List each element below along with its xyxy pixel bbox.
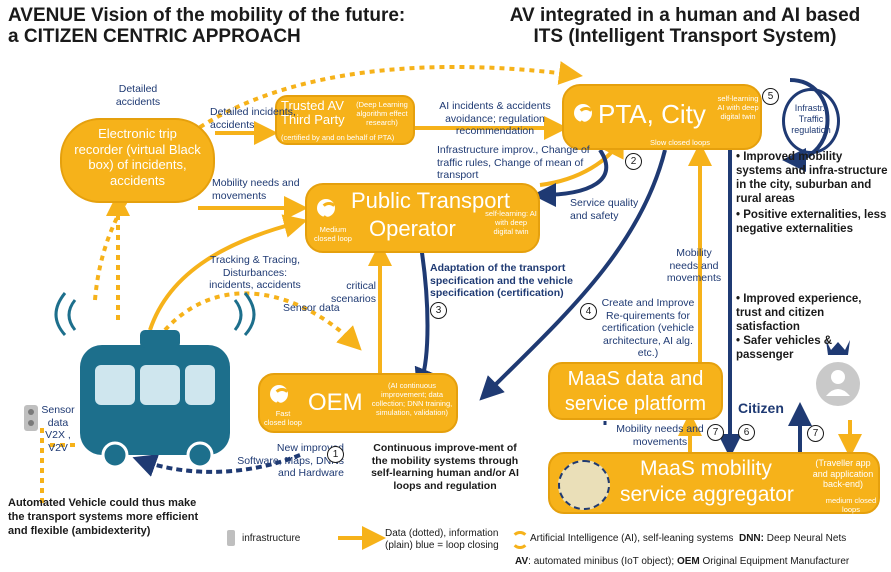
arrow-oem-to-av	[132, 453, 301, 477]
title-right-line1: AV integrated in a human and AI based	[509, 5, 861, 26]
oem-title: OEM	[308, 389, 363, 416]
label-citizen: Citizen	[738, 400, 784, 416]
label-mobility-needs-bottom: Mobility needs and movements	[616, 423, 704, 448]
label-infra-improv: Infrastructure improv., Change of traffi…	[437, 144, 590, 181]
arrow-pta-to-oem	[479, 149, 667, 401]
maas-agg-line2: service aggregator	[620, 483, 794, 506]
citizen-icon	[816, 340, 860, 406]
legend-infra: infrastructure	[242, 533, 301, 544]
box-maas-aggregator: MaaS mobility service aggregator (Travel…	[548, 452, 880, 514]
trusted-title-2: Third Party	[281, 112, 345, 127]
label-continuous: Continuous improve-ment of the mobility …	[371, 442, 519, 492]
automated-vehicle-icon	[54, 292, 256, 469]
pta-note-bottom: Slow closed loops	[650, 138, 711, 147]
loop-number-6: 6	[738, 424, 755, 441]
oem-note-right: (AI continuous improvement; data collect…	[371, 381, 453, 417]
maas-agg-note-bottom: medium closed loops	[825, 496, 877, 514]
title-right-line2: ITS (Intelligent Transport System)	[533, 26, 837, 47]
bullet-item: • Improved mobility systems and infra-st…	[736, 151, 888, 205]
legend-ai: Artificial Intelligence (AI), self-leani…	[530, 533, 847, 544]
label-tracking: Tracking & Tracing, Disturbances: incide…	[209, 254, 301, 291]
trusted-note: (Deep Learning algorithm effect research…	[356, 100, 408, 127]
pta-title: PTA, City	[598, 99, 706, 129]
label-detailed-incidents: Detailed incidents, accidents	[210, 106, 296, 131]
pta-note: self-learning AI with deep digital twin	[717, 94, 759, 121]
label-sensor-v2x: Sensor data V2X , V2V	[41, 404, 75, 454]
legend-infra-icon	[227, 530, 235, 546]
trusted-title-1: Trusted AV	[281, 98, 344, 113]
oem-note-left: Fast closed loop	[264, 409, 302, 427]
footer-av-note: Automated Vehicle could thus make the tr…	[8, 497, 199, 537]
legend-data: Data (dotted), information (plain) blue …	[385, 528, 499, 551]
label-new-improved: New improved Software, Maps, DNNs and Ha…	[237, 442, 344, 479]
arrow-detailed-accidents	[93, 61, 583, 301]
box-trip-recorder: Electronic trip recorder (virtual Black …	[60, 118, 215, 203]
box-oem: Fast closed loop OEM (AI continuous impr…	[258, 373, 458, 433]
recorder-line4: accidents	[110, 172, 165, 188]
arrow-tracking	[148, 214, 308, 331]
recorder-line2: recorder (virtual Black	[74, 141, 201, 157]
label-create-improve: Create and Improve Re-quirements for cer…	[601, 297, 695, 359]
loop-number-7a: 7	[707, 424, 724, 441]
box-trusted-av: Trusted AV Third Party (Deep Learning al…	[275, 95, 415, 145]
pto-title-1: Public Transport	[351, 188, 510, 213]
pto-note-right: self-learning: AI with deep digital twin	[485, 209, 537, 236]
maas-agg-line1: MaaS mobility	[640, 457, 772, 480]
arrow-pto-to-oem	[414, 239, 438, 393]
maas-platform-line1: MaaS data and	[567, 368, 704, 390]
ai-cycle-icon	[317, 199, 338, 220]
maas-platform-line2: service platform	[564, 393, 707, 415]
label-adaptation: Adaptation of the transport specificatio…	[430, 262, 573, 299]
loop-number-3: 3	[430, 302, 447, 319]
pto-title-2: Operator	[369, 216, 456, 241]
ai-cycle-icon	[270, 385, 291, 406]
box-maas-platform: MaaS data and service platform	[548, 362, 723, 420]
label-critical: critical scenarios	[331, 280, 376, 305]
label-sensor-data: Sensor data	[283, 302, 340, 314]
traffic-light-icon	[24, 405, 38, 431]
loop-number-1: 1	[327, 446, 344, 463]
infra-line1: Infrastr.,	[794, 103, 828, 113]
loop-number-2: 2	[625, 153, 642, 170]
network-icon	[558, 460, 610, 510]
title-right: AV integrated in a human and AI based IT…	[500, 5, 870, 47]
loop-number-4: 4	[580, 303, 597, 320]
label-mobility-needs-right: Mobility needs and movements	[666, 247, 722, 284]
label-detailed-accidents: Detailed accidents	[115, 83, 161, 108]
recorder-line3: box) of incidents,	[88, 157, 187, 172]
legend-ai-icon	[508, 528, 529, 549]
loop-number-5: 5	[762, 88, 779, 105]
bullet-item: • Safer vehicles & passenger	[736, 335, 833, 361]
infra-line2: Traffic	[798, 114, 824, 124]
box-pta-city: PTA, City self-learning AI with deep dig…	[562, 84, 762, 150]
label-service-quality: Service quality and safety	[570, 197, 639, 222]
label-ai-incidents: AI incidents & accidents avoidance; regu…	[439, 100, 551, 137]
bullet-item: • Improved experience, trust and citizen…	[736, 293, 862, 333]
title-left-line1: AVENUE Vision of the mobility of the fut…	[8, 5, 406, 26]
bullet-item: • Positive externalities, less negative …	[736, 209, 887, 235]
ai-cycle-icon	[574, 104, 595, 125]
box-public-transport-operator: Medium closed loop Public Transport Oper…	[305, 183, 540, 253]
footer-definitions: AV: automated minibus (IoT object); OEM …	[515, 556, 850, 567]
loop-number-7b: 7	[807, 425, 824, 442]
title-left: AVENUE Vision of the mobility of the fut…	[8, 5, 405, 47]
trusted-note-bottom: (certified by and on behalf of PTA)	[281, 133, 395, 142]
infra-loop: Infrastr., Traffic regulation	[782, 88, 840, 154]
bullets-top: • Improved mobility systems and infra-st…	[736, 150, 888, 236]
recorder-line1: Electronic trip	[98, 126, 177, 141]
label-mobility-needs: Mobility needs and movements	[212, 177, 300, 202]
pto-note-left: Medium closed loop	[314, 225, 352, 243]
title-left-line2: a CITIZEN CENTRIC APPROACH	[8, 26, 301, 47]
bullets-mid: • Improved experience, trust and citizen…	[736, 292, 888, 362]
infra-line3: regulation	[791, 125, 831, 135]
maas-agg-note: (Traveller app and application back-end)	[812, 458, 874, 489]
arrow-pta-to-pto	[532, 148, 609, 207]
